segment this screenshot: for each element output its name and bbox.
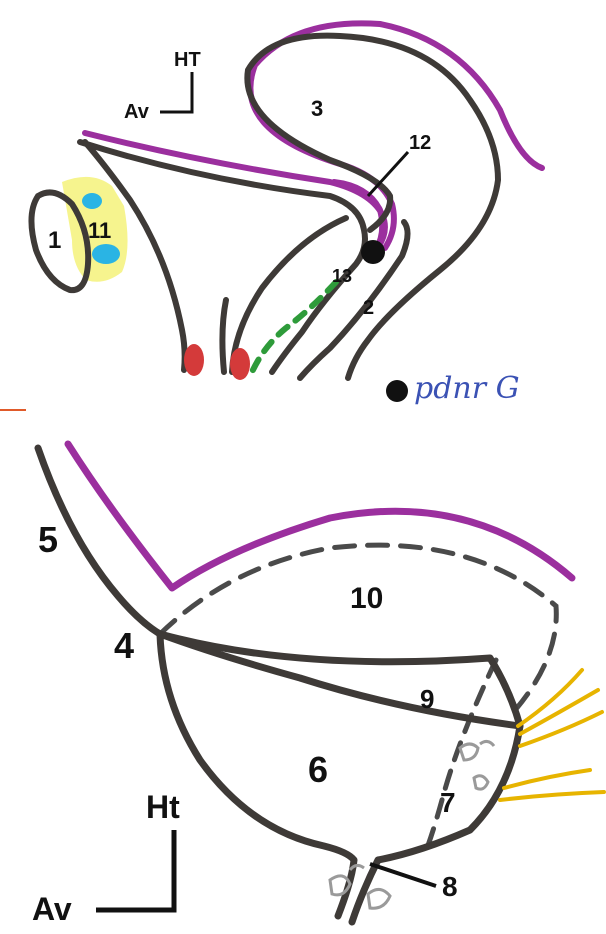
peritoneum-line-bottom <box>64 440 576 592</box>
point-g-label: pdnr G <box>414 371 520 406</box>
gray-sketch-marks <box>328 739 496 910</box>
red-mark-left <box>184 344 204 376</box>
nerve-lines <box>498 668 606 802</box>
label-2: 2 <box>363 297 374 319</box>
label-5: 5 <box>38 519 58 560</box>
dashed-dome-10 <box>157 542 559 719</box>
label-3: 3 <box>311 96 323 121</box>
label-11: 11 <box>88 218 111 243</box>
label-9: 9 <box>420 684 434 714</box>
top-panel: HT Av 1 11 3 12 13 2 pdnr G <box>28 20 545 406</box>
structure-6-outline <box>156 630 524 926</box>
peritoneum-line-top <box>82 20 545 253</box>
pointer-line-12 <box>366 150 410 198</box>
label-1: 1 <box>48 227 61 254</box>
label-13: 13 <box>332 266 352 286</box>
pointer-line-8 <box>369 862 437 888</box>
orientation-axes-top <box>160 72 194 114</box>
structure-1-outline <box>28 189 92 294</box>
orientation-up-label-top: HT <box>174 49 201 71</box>
cyan-mark-upper <box>82 193 102 209</box>
black-point-12 <box>361 240 385 264</box>
label-10: 10 <box>350 582 383 615</box>
orientation-axes-bottom <box>96 830 177 913</box>
structure-9-outline <box>156 630 524 730</box>
organ-outline-inner <box>219 215 349 375</box>
green-dashed-line <box>249 279 339 375</box>
orientation-up-label-bottom: Ht <box>146 789 180 825</box>
orientation-forward-label-bottom: Av <box>32 891 72 927</box>
outline-5-4 <box>34 444 164 638</box>
cyan-mark-lower <box>92 244 120 264</box>
organ-outline-outer <box>77 139 368 375</box>
bottom-panel: Ht Av 5 4 10 9 6 7 8 <box>32 440 606 927</box>
red-mark-right <box>230 348 250 380</box>
label-8: 8 <box>442 871 458 902</box>
label-7: 7 <box>440 787 456 818</box>
dashed-line-7-left <box>421 657 499 859</box>
label-12: 12 <box>409 132 431 154</box>
structure-3-outline <box>244 32 501 381</box>
label-6: 6 <box>308 749 328 790</box>
label-4: 4 <box>114 625 134 666</box>
black-point-g <box>386 380 408 402</box>
orientation-forward-label-top: Av <box>124 101 150 123</box>
